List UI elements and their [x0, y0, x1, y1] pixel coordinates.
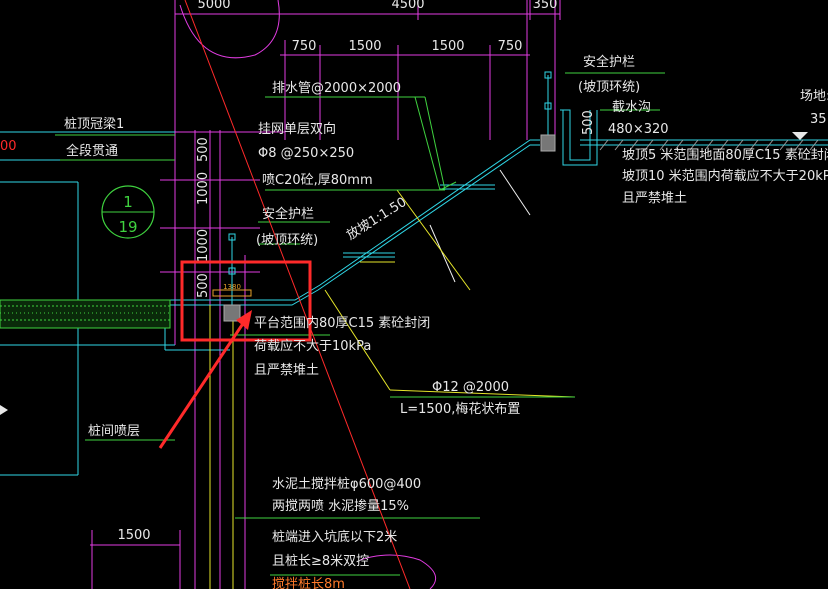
yellow-lines: [209, 189, 576, 589]
dim-1500-b: 1500: [431, 39, 464, 54]
mesh-label: 挂网单层双向: [258, 121, 336, 137]
dim-1500-a: 1500: [348, 39, 381, 54]
dim-500-v1: 500: [196, 137, 211, 162]
top-arc: [179, 0, 280, 59]
platform-note-1: 平台范围内80厚C15 素砼封闭: [254, 315, 430, 331]
full-length-label: 全段贯通: [66, 143, 118, 159]
nail-spec: Φ12 @2000: [432, 380, 509, 395]
highlight-box: [180, 260, 312, 342]
dim-top-3: 350: [533, 0, 558, 12]
drain-ditch-label: 截水沟: [612, 100, 651, 115]
soil-layer: [0, 299, 171, 329]
dim-500-ditch: 500: [581, 110, 596, 135]
platform-note-2: 荷载应不大于10kPa: [254, 338, 371, 354]
red-arrow: [158, 310, 252, 449]
dim-1000-v1: 1000: [196, 172, 211, 205]
slope-profile: [0, 131, 828, 476]
slope-ratio-label: 放坡1:1.50: [344, 195, 409, 244]
ditch-size: 480×320: [608, 122, 669, 137]
nail-length: L=1500,梅花状布置: [400, 401, 520, 417]
bottom-arc: [359, 554, 437, 589]
drain-pipes: [343, 184, 495, 258]
drain-pipe-label: 排水管@2000×2000: [272, 81, 401, 96]
pile-end-2: 且桩长≥8米双控: [272, 554, 369, 569]
site-ground-label: 场地:: [800, 89, 828, 104]
slope-hatch: [429, 169, 531, 283]
reference-callout: 1 19: [101, 185, 155, 239]
leader-lines: [55, 72, 665, 576]
pile-cap-label: 桩顶冠梁1: [64, 117, 124, 132]
mesh-spec: Φ8 @250×250: [258, 146, 354, 161]
ref-sheet: 19: [118, 218, 137, 236]
guardrail-top-note: (坡顶环统): [578, 80, 640, 95]
shotcrete-label: 喷C20砼,厚80mm: [262, 173, 373, 188]
pile-end-1: 桩端进入坑底以下2米: [272, 529, 397, 545]
platform-note-3: 且严禁堆土: [254, 363, 319, 378]
dim-top-2: 4500: [391, 0, 424, 12]
guardrail-mid: [212, 233, 252, 322]
dim-1500-bottom: 1500: [117, 528, 150, 543]
dim-750-a: 750: [292, 39, 317, 54]
pile-gap-layer: 桩间喷层: [88, 424, 140, 439]
slope-top-note-2: 坡顶10 米范围内荷载应不大于20kPa: [622, 168, 828, 184]
dim-750-b: 750: [498, 39, 523, 54]
site-ground-value: 35: [810, 112, 827, 127]
slope-top-note-1: 坡顶5 米范围地面80厚C15 素砼封闭: [622, 148, 828, 163]
left-red-value: 00: [0, 139, 17, 154]
dim-top-1: 5000: [197, 0, 230, 12]
mix-pile-label-2: 两搅两喷 水泥掺量15%: [272, 498, 409, 514]
arrow-markers: [0, 132, 808, 415]
ref-number: 1: [123, 193, 133, 211]
guardrail-mid-note: (坡顶环统): [256, 233, 318, 248]
ground-hatch: [599, 139, 819, 151]
pile-end-3: 搅拌桩长8m: [272, 576, 345, 589]
red-diagonal-line: [184, 0, 411, 589]
small-dim: 1380: [223, 283, 241, 291]
dim-500-v2: 500: [196, 273, 211, 298]
guardrail-top-label: 安全护栏: [583, 54, 635, 70]
mix-pile-label: 水泥土搅拌桩φ600@400: [272, 476, 421, 492]
guardrail-mid-label: 安全护栏: [262, 206, 314, 222]
slope-top-note-3: 且严禁堆土: [622, 191, 687, 206]
dim-1000-v2: 1000: [196, 229, 211, 262]
guardrail-top: [540, 71, 598, 166]
